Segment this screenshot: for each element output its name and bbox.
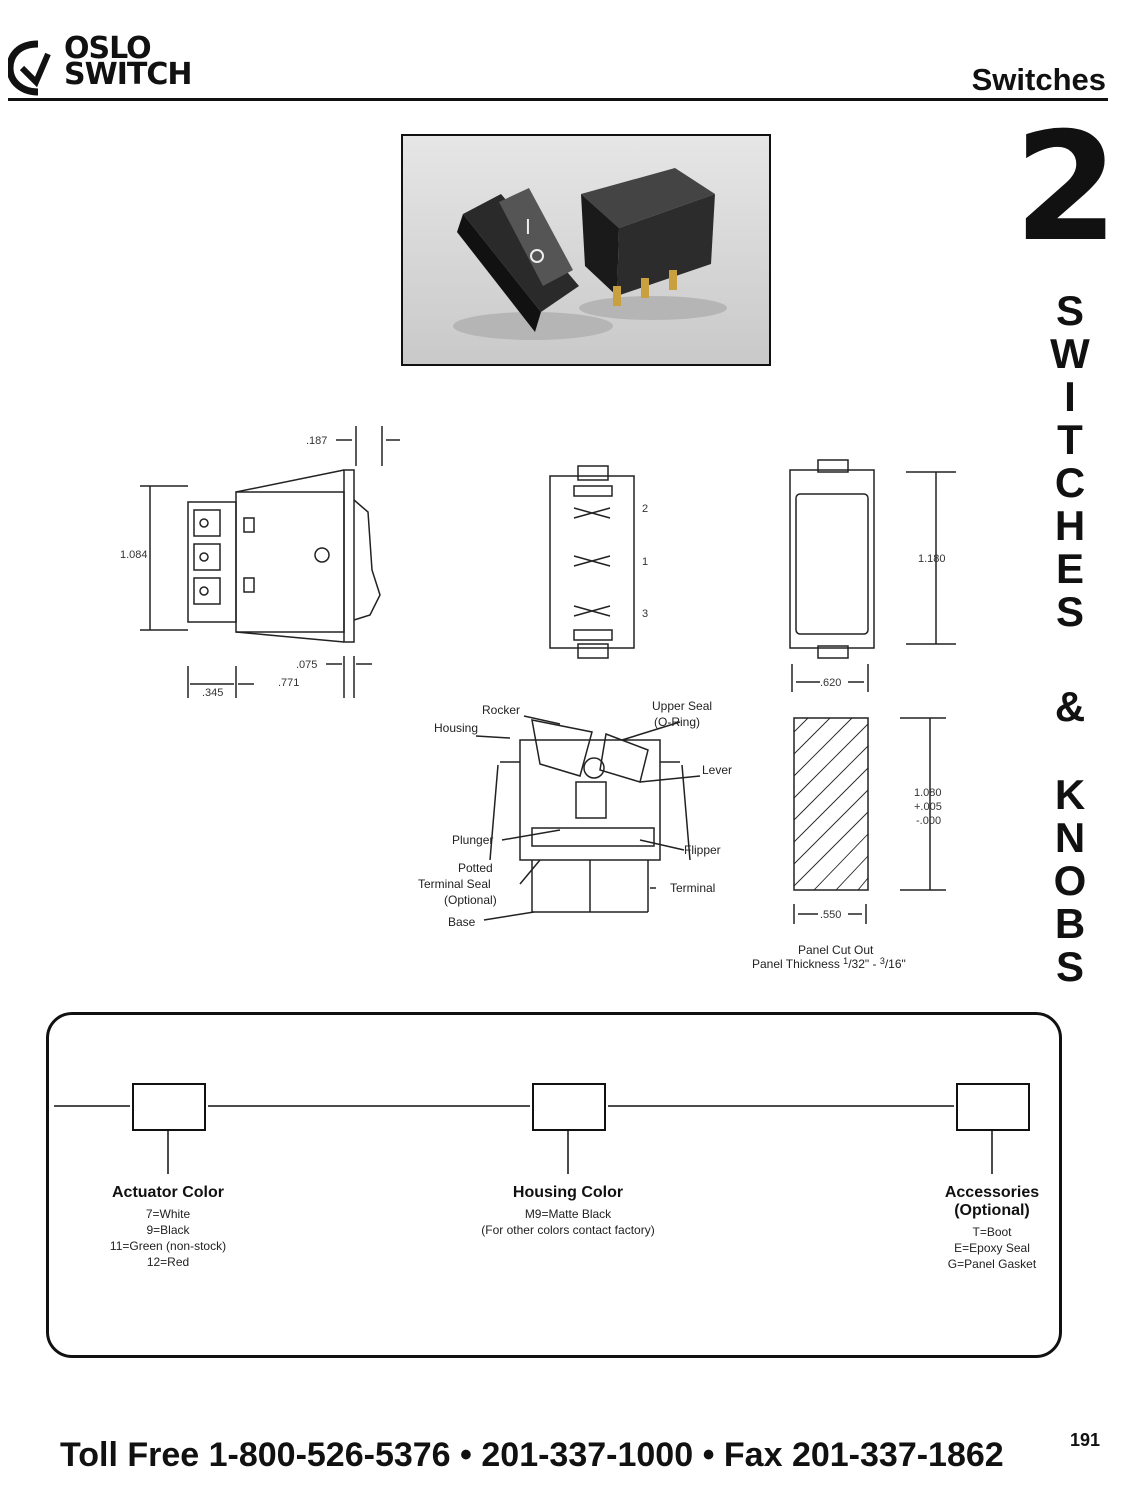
- front-view-drawing: [789, 459, 956, 692]
- housing-color-field: Housing Color M9=Matte Black (For other …: [448, 1184, 688, 1238]
- page-number: 191: [1070, 1430, 1101, 1450]
- cross-section-drawing: [489, 719, 691, 913]
- field-option: M9=Matte Black: [524, 1207, 612, 1221]
- dim-label: -.000: [916, 815, 941, 827]
- dim-label: .187: [306, 435, 327, 447]
- terminal-number: 1: [642, 556, 648, 568]
- part-label: Lever: [702, 763, 732, 777]
- vertical-letter: S: [1055, 287, 1084, 334]
- dim-label: .345: [202, 687, 223, 699]
- fraction-b-numerator: 3: [880, 956, 885, 966]
- terminal-number: 2: [642, 503, 648, 515]
- vertical-letter: C: [1054, 459, 1086, 506]
- vertical-letter: K: [1054, 771, 1086, 818]
- ordering-guide: [46, 1012, 1062, 1358]
- accessories-field: Accessories (Optional) T=Boot E=Epoxy Se…: [922, 1184, 1062, 1272]
- brand-logo-text: OSLO SWITCH: [64, 31, 192, 92]
- part-label: Plunger: [452, 833, 493, 847]
- header-divider: [8, 98, 1108, 101]
- vertical-letter: H: [1054, 502, 1086, 549]
- panel-thickness: Panel Thickness 1/32" - 3/16": [752, 956, 906, 971]
- part-label: Terminal: [670, 881, 715, 895]
- dim-label: 1.180: [918, 553, 946, 565]
- panel-thickness-prefix: Panel Thickness: [752, 957, 843, 971]
- field-title: Housing Color: [512, 1184, 624, 1201]
- field-option: 11=Green (non-stock): [109, 1239, 227, 1253]
- part-label: Housing: [434, 721, 478, 735]
- field-option: 9=Black: [146, 1223, 190, 1237]
- part-label: Upper Seal: [652, 699, 712, 713]
- vertical-letter: &: [1054, 683, 1086, 730]
- dim-label: .620: [820, 677, 841, 689]
- vertical-letter: O: [1053, 857, 1087, 904]
- part-label: Base: [448, 915, 476, 929]
- chapter-number: 2: [1014, 101, 1119, 275]
- vertical-letter: W: [1050, 330, 1090, 377]
- oslo-switch-logo-icon: [8, 40, 51, 96]
- dim-label: +.005: [914, 801, 942, 813]
- vertical-letter: B: [1054, 900, 1086, 947]
- rocker-switch-photo-icon: I: [403, 136, 769, 364]
- contact-footer: Toll Free 1-800-526-5376 • 201-337-1000 …: [60, 1436, 1004, 1474]
- actuator-color-field: Actuator Color 7=White 9=Black 11=Green …: [78, 1184, 258, 1270]
- panel-cutout-drawing: [793, 717, 946, 924]
- dim-label: 1.084: [120, 549, 148, 561]
- dim-label: 1.080: [914, 787, 942, 799]
- part-label: Potted: [458, 861, 493, 875]
- actuator-color-code-box: [132, 1083, 206, 1131]
- field-option: (For other colors contact factory): [481, 1223, 655, 1237]
- fraction-b-denominator: /16": [885, 957, 906, 971]
- cutout-title: Panel Cut Out: [798, 943, 874, 957]
- housing-color-code-box: [532, 1083, 606, 1131]
- vertical-letter: E: [1055, 545, 1084, 592]
- ordering-guide-connectors: [54, 1105, 993, 1174]
- part-label: (Optional): [444, 893, 497, 907]
- vertical-letter: I: [1064, 373, 1076, 420]
- part-label: (O-Ring): [654, 715, 700, 729]
- svg-text:I: I: [525, 215, 531, 239]
- field-title: Actuator Color: [112, 1184, 224, 1201]
- dim-label: .550: [820, 909, 841, 921]
- field-title: Accessories: [944, 1184, 1040, 1201]
- brand-line-2: SWITCH: [64, 57, 192, 92]
- technical-drawing: .187 1.084 .075 .345 .771 2 1 3 1.180 .6…: [120, 426, 956, 971]
- cutout-hatch: [793, 717, 869, 891]
- vertical-letter: T: [1057, 416, 1083, 463]
- product-photo: I: [401, 134, 771, 366]
- brand-line-1: OSLO: [64, 31, 152, 66]
- field-option: T=Boot: [972, 1225, 1012, 1239]
- fraction-separator: -: [869, 957, 880, 971]
- vertical-letter: N: [1054, 814, 1086, 861]
- part-label: Terminal Seal: [418, 877, 491, 891]
- field-option: G=Panel Gasket: [947, 1257, 1037, 1271]
- dim-label: .075: [296, 659, 317, 671]
- fraction-a-numerator: 1: [843, 956, 848, 966]
- dim-label: .771: [278, 677, 299, 689]
- terminal-number: 3: [642, 608, 648, 620]
- accessories-code-box: [956, 1083, 1030, 1131]
- field-option: E=Epoxy Seal: [954, 1241, 1030, 1255]
- fraction-a-denominator: /32": [848, 957, 869, 971]
- part-label: Rocker: [482, 703, 520, 717]
- side-view-drawing: [140, 426, 400, 698]
- field-option: 7=White: [145, 1207, 191, 1221]
- vertical-letter: S: [1055, 588, 1084, 635]
- section-title: Switches: [971, 62, 1106, 97]
- vertical-letter: S: [1055, 943, 1084, 990]
- field-subtitle: (Optional): [954, 1202, 1030, 1219]
- field-option: 12=Red: [146, 1255, 190, 1269]
- terminal-view-drawing: [549, 465, 635, 659]
- part-label: Flipper: [684, 843, 721, 857]
